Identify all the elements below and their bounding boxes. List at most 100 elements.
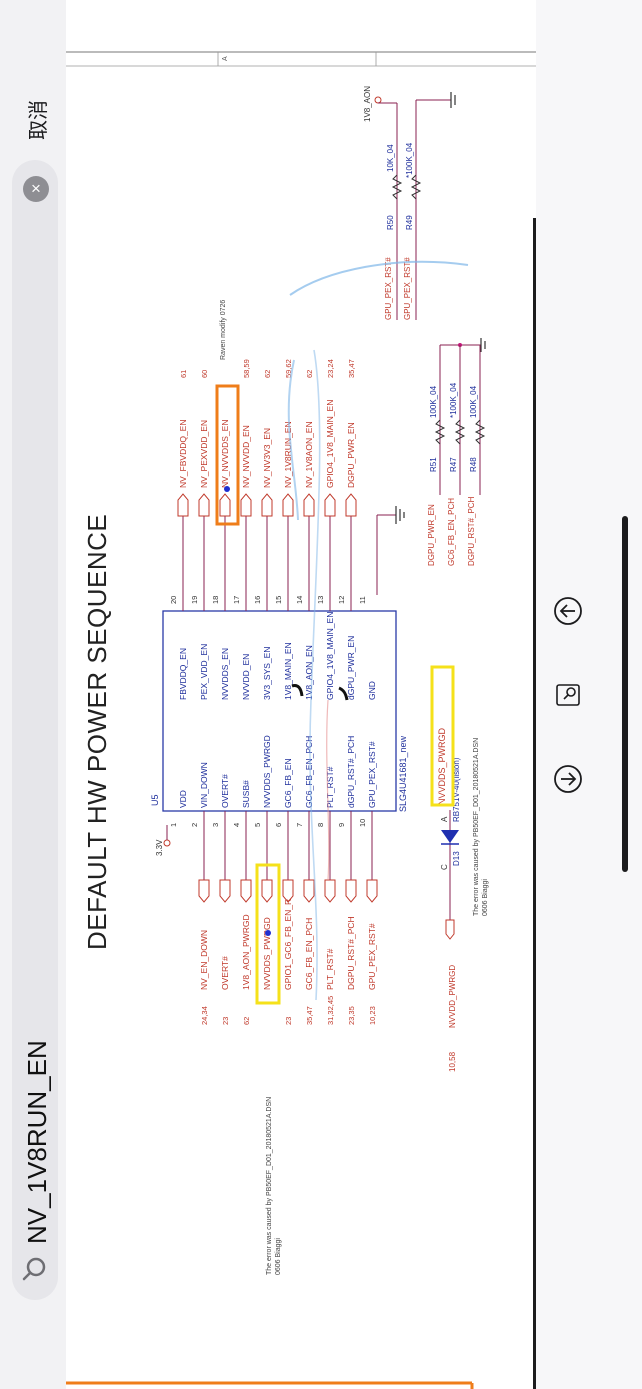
right-net-xref: 23,24	[326, 359, 335, 378]
r49-ref: R49	[405, 215, 414, 230]
right-net-label: NV_NV3V3_EN	[262, 428, 272, 488]
diode-part: RB751V-40(lision)	[452, 757, 461, 822]
cancel-button[interactable]: 取消	[28, 100, 50, 140]
arrow-down-circle-icon[interactable]	[553, 764, 583, 794]
left-pin-number: 10	[358, 819, 367, 827]
r50-val: 10K_04	[386, 144, 395, 172]
right-pin-name: PEX_VDD_EN	[199, 644, 209, 700]
schematic-drawing: A DEFAULT HW POWER SEQUENCE U5 SLG4U4168…	[66, 51, 536, 1389]
right-net-xref: 61	[179, 370, 188, 378]
left-net-xref: 23	[284, 1017, 293, 1025]
right-pin-number: 14	[295, 596, 304, 604]
left-pin-port	[282, 879, 294, 903]
diode-anode: A	[440, 816, 449, 822]
diode-cathode: C	[440, 864, 449, 870]
right-pin-number: 20	[169, 596, 178, 604]
right-pin-number: 12	[337, 596, 346, 604]
close-icon[interactable]: ×	[23, 176, 49, 202]
left-net-label: GPIO1_GC6_FB_EN_R	[283, 899, 293, 990]
right-net-label: NV_NVVDDS_EN	[220, 420, 230, 489]
search-input[interactable]: NV_1V8RUN_EN	[22, 1040, 52, 1244]
right-net-label: NV_FBVDDQ_EN	[178, 420, 188, 489]
left-pin-number: 9	[337, 823, 346, 827]
page-edge-line	[533, 218, 536, 1389]
left-pin-name: OVERT#	[220, 774, 230, 808]
error-note-line1: The error was caused by PB50EF_D01_20180…	[266, 1097, 273, 1275]
magnifier-icon	[22, 1257, 46, 1281]
right-pin-port	[324, 493, 336, 517]
supply-label: 3.3V	[155, 839, 164, 856]
left-net-label: GC6_FB_EN_PCH	[304, 918, 314, 990]
right-pin-name: 3V3_SYS_EN	[262, 647, 272, 700]
left-pin-port	[261, 879, 273, 903]
left-pin-port	[198, 879, 210, 903]
arrow-up-circle-icon[interactable]	[553, 596, 583, 626]
diode-xref: 10,58	[448, 1051, 457, 1072]
modify-note: Raven modify 0726	[220, 300, 227, 360]
right-pin-name: dGPU_PWR_EN	[346, 636, 356, 700]
r49-val: *100K_04	[405, 142, 414, 178]
left-net-xref: 24,34	[200, 1006, 209, 1025]
left-pin-number: 5	[253, 823, 262, 827]
left-pin-name: VDD	[178, 790, 188, 808]
right-net-xref: 60	[200, 370, 209, 378]
diode-net-top: NVVDDS_PWRGD	[437, 727, 447, 805]
right-net-label: GPIO4_1V8_MAIN_EN	[325, 400, 335, 488]
left-pin-port	[240, 879, 252, 903]
left-pin-name: PLT_RST#	[325, 766, 335, 808]
left-pin-port	[345, 879, 357, 903]
search-field-bg[interactable]	[12, 160, 58, 1300]
right-pin-port	[219, 493, 231, 517]
left-net-label: DGPU_RST#_PCH	[346, 916, 356, 990]
left-pin-name: VIN_DOWN	[199, 762, 209, 808]
right-pin-port	[177, 493, 189, 517]
right-pin-port	[345, 493, 357, 517]
left-pin-port	[219, 879, 231, 903]
r50-net: GPU_PEX_RST#	[384, 257, 393, 320]
right-pin-group: FBVDDQ_EN20NV_FBVDDQ_EN61PEX_VDD_EN19NV_…	[169, 359, 377, 700]
left-pin-name: GC6_FB_EN_PCH	[304, 736, 314, 808]
right-pin-port	[240, 493, 252, 517]
left-net-xref: 23,35	[347, 1006, 356, 1025]
left-net-xref: 62	[242, 1017, 251, 1025]
right-pin-port	[303, 493, 315, 517]
right-net-xref: 35,47	[347, 359, 356, 378]
r47-ref: R47	[449, 457, 458, 472]
right-pin-name: NVVDDS_EN	[220, 648, 230, 700]
left-pin-number: 7	[295, 823, 304, 827]
document-search-icon[interactable]	[553, 680, 583, 710]
left-pin-number: 4	[232, 823, 241, 827]
right-pin-port	[198, 493, 210, 517]
scrollbar-thumb[interactable]	[622, 516, 628, 872]
aon-rail-label: 1V8_AON	[363, 86, 372, 122]
chip-body	[162, 610, 397, 812]
r51-net: DGPU_PWR_EN	[427, 504, 436, 566]
left-net-label: NVVDDS_PWRGD	[262, 917, 272, 990]
right-pin-number: 13	[316, 596, 325, 604]
right-net-label: NV_NVVDD_EN	[241, 425, 251, 488]
r51-ref: R51	[429, 457, 438, 472]
right-net-label: NV_1V8AON_EN	[304, 421, 314, 488]
right-pin-name: GPIO4_1V8_MAIN_EN	[325, 612, 335, 700]
right-net-label: NV_PEXVDD_EN	[199, 420, 209, 488]
left-pin-port	[366, 879, 378, 903]
left-pin-name: GC6_FB_EN	[283, 758, 293, 808]
right-pin-name: FBVDDQ_EN	[178, 648, 188, 700]
diode-net-bottom: NVVDD_PWRGD	[448, 965, 457, 1028]
left-pin-number: 8	[316, 823, 325, 827]
right-pin-number: 16	[253, 596, 262, 604]
r47-val: *100K_04	[449, 382, 458, 418]
sheet-col-label: A	[222, 56, 229, 61]
r47-net: GC6_FB_EN_PCH	[447, 498, 456, 566]
diode-ref: D13	[452, 851, 461, 866]
left-pin-port	[303, 879, 315, 903]
left-pin-name: SUSB#	[241, 780, 251, 808]
right-pin-name: 1V8_AON_EN	[304, 645, 314, 700]
r48-val: 100K_04	[469, 385, 478, 418]
left-pin-number: 1	[169, 823, 178, 827]
r48-ref: R48	[469, 457, 478, 472]
left-net-label: GPU_PEX_RST#	[367, 923, 377, 990]
left-pin-name: GPU_PEX_RST#	[367, 741, 377, 808]
left-net-xref: 23	[221, 1017, 230, 1025]
left-net-label: NV_EN_DOWN	[199, 930, 209, 990]
